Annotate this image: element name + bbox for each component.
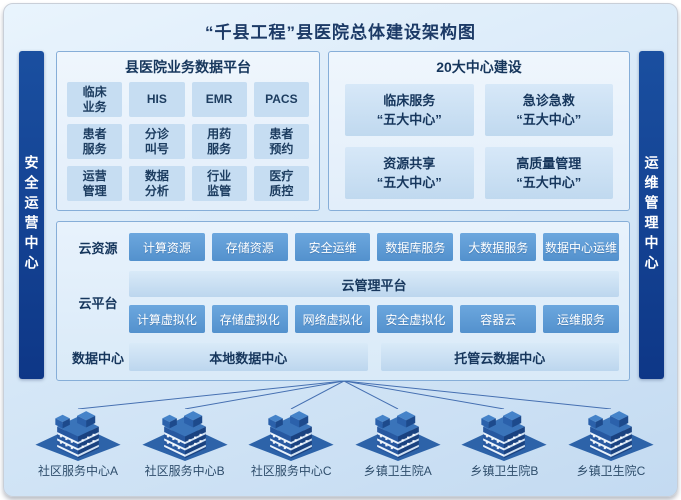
centers-cell-clinical: 临床服务 “五大中心” [345,84,474,136]
facilities-row: 社区服务中心A 社区服务中心B 社区服务中心C 乡镇卫生院A 乡镇卫生院B 乡镇… [4,403,677,479]
architecture-diagram: “千县工程”县医院总体建设架构图 安全运营中心 运维管理中心 县医院业务数据平台… [3,3,678,497]
fan-connector-lines [77,381,612,409]
resource-chip-storage: 存储资源 [211,233,288,261]
facility-township-b: 乡镇卫生院B [456,403,552,479]
business-platform-title: 县医院业务数据平台 [125,59,251,75]
hospital-building-icon [248,411,334,461]
platform-cell-quality: 医疗 质控 [253,166,309,201]
facility-label: 乡镇卫生院B [470,464,539,478]
platform-cell-medication: 用药 服务 [191,124,247,159]
resource-chip-dcops: 数据中心运维 [543,233,619,261]
platform-cell-patient-service: 患者 服务 [67,124,123,159]
platform-cell-operation: 运营 管理 [67,166,123,201]
cloud-mgmt-band: 云管理平台 [129,271,619,297]
platform-cell-analytics: 数据 分析 [129,166,185,201]
centers-cell-quality: 高质量管理 “五大中心” [484,147,613,199]
resource-chip-compute: 计算资源 [129,233,205,261]
virt-chip-security: 安全虚拟化 [377,305,454,333]
ops-mgmt-label: 运维管理中心 [643,155,660,275]
facility-label: 乡镇卫生院C [576,464,646,478]
business-platform-grid: 临床 业务 HIS EMR PACS 患者 服务 分诊 叫号 用药 服务 患者 … [57,80,319,211]
resource-chip-security: 安全运维 [294,233,371,261]
platform-cell-appointment: 患者 预约 [253,124,309,159]
facility-township-a: 乡镇卫生院A [350,403,446,479]
cloud-resource-row: 计算资源 存储资源 安全运维 数据库服务 大数据服务 数据中心运维 [129,233,619,261]
facility-label: 社区服务中心B [144,464,225,478]
cloud-resource-label: 云资源 [78,240,118,256]
hospital-building-icon [35,411,121,461]
facility-label: 社区服务中心A [37,464,118,478]
hospital-building-icon [568,411,654,461]
virt-chip-storage: 存储虚拟化 [211,305,288,333]
facility-label: 社区服务中心C [250,464,332,478]
facility-township-c: 乡镇卫生院C [563,403,659,479]
centers-cell-emergency: 急诊急救 “五大中心” [484,84,613,136]
business-platform-panel: 县医院业务数据平台 临床 业务 HIS EMR PACS 患者 服务 分诊 叫号… [56,51,320,211]
facility-community-c: 社区服务中心C [243,403,339,479]
datacenter-band-hosted: 托管云数据中心 [380,343,619,371]
virt-chip-container: 容器云 [460,305,537,333]
ops-mgmt-sidebar: 运维管理中心 [639,51,664,379]
platform-cell-regulation: 行业 监管 [191,166,247,201]
hospital-building-icon [355,411,441,461]
facility-label: 乡镇卫生院A [363,464,432,478]
resource-chip-bigdata: 大数据服务 [460,233,537,261]
security-ops-label: 安全运营中心 [23,155,40,275]
platform-cell-emr: EMR [191,82,247,117]
platform-cell-pacs: PACS [253,82,309,117]
virtualization-row: 计算虚拟化 存储虚拟化 网络虚拟化 安全虚拟化 容器云 运维服务 [129,305,619,333]
datacenter-row: 本地数据中心 托管云数据中心 [129,343,619,371]
facility-community-b: 社区服务中心B [137,403,233,479]
facility-community-a: 社区服务中心A [30,403,126,479]
platform-cell-triage: 分诊 叫号 [129,124,185,159]
page-title: “千县工程”县医院总体建设架构图 [205,23,476,42]
virt-chip-network: 网络虚拟化 [294,305,371,333]
datacenter-label: 数据中心 [71,350,124,366]
cloud-panel: 云资源 计算资源 存储资源 安全运维 数据库服务 大数据服务 数据中心运维 云平… [56,221,630,381]
virt-chip-compute: 计算虚拟化 [129,305,205,333]
centers-grid: 临床服务 “五大中心” 急诊急救 “五大中心” 资源共享 “五大中心” 高质量管… [329,80,629,211]
virt-chip-ops: 运维服务 [543,305,619,333]
centers-panel: 20大中心建设 临床服务 “五大中心” 急诊急救 “五大中心” 资源共享 “五大… [328,51,630,211]
centers-title: 20大中心建设 [436,59,522,75]
security-ops-sidebar: 安全运营中心 [19,51,44,379]
resource-chip-database: 数据库服务 [377,233,454,261]
platform-cell-clinical: 临床 业务 [67,82,123,117]
hospital-building-icon [461,411,547,461]
cloud-platform-label: 云平台 [78,295,118,311]
centers-cell-resource: 资源共享 “五大中心” [345,147,474,199]
platform-cell-his: HIS [129,82,185,117]
hospital-building-icon [142,411,228,461]
cloud-platform-stack: 云管理平台 计算虚拟化 存储虚拟化 网络虚拟化 安全虚拟化 容器云 运维服务 [129,271,619,333]
datacenter-band-local: 本地数据中心 [129,343,368,371]
